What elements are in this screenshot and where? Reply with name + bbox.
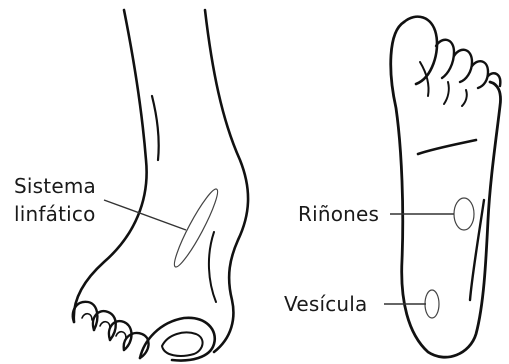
left-foot-top-view <box>73 10 248 360</box>
gallbladder-zone-marker <box>425 290 439 318</box>
lymphatic-leader-line <box>104 200 186 230</box>
lymphatic-zone-marker <box>169 186 223 270</box>
label-sistema: Sistema <box>14 176 96 196</box>
kidney-zone-marker <box>454 198 474 230</box>
label-linfatico: linfático <box>14 204 96 224</box>
right-foot-sole-view <box>384 17 501 358</box>
label-vesicula: Vesícula <box>284 294 368 314</box>
label-rinones: Riñones <box>298 204 379 224</box>
